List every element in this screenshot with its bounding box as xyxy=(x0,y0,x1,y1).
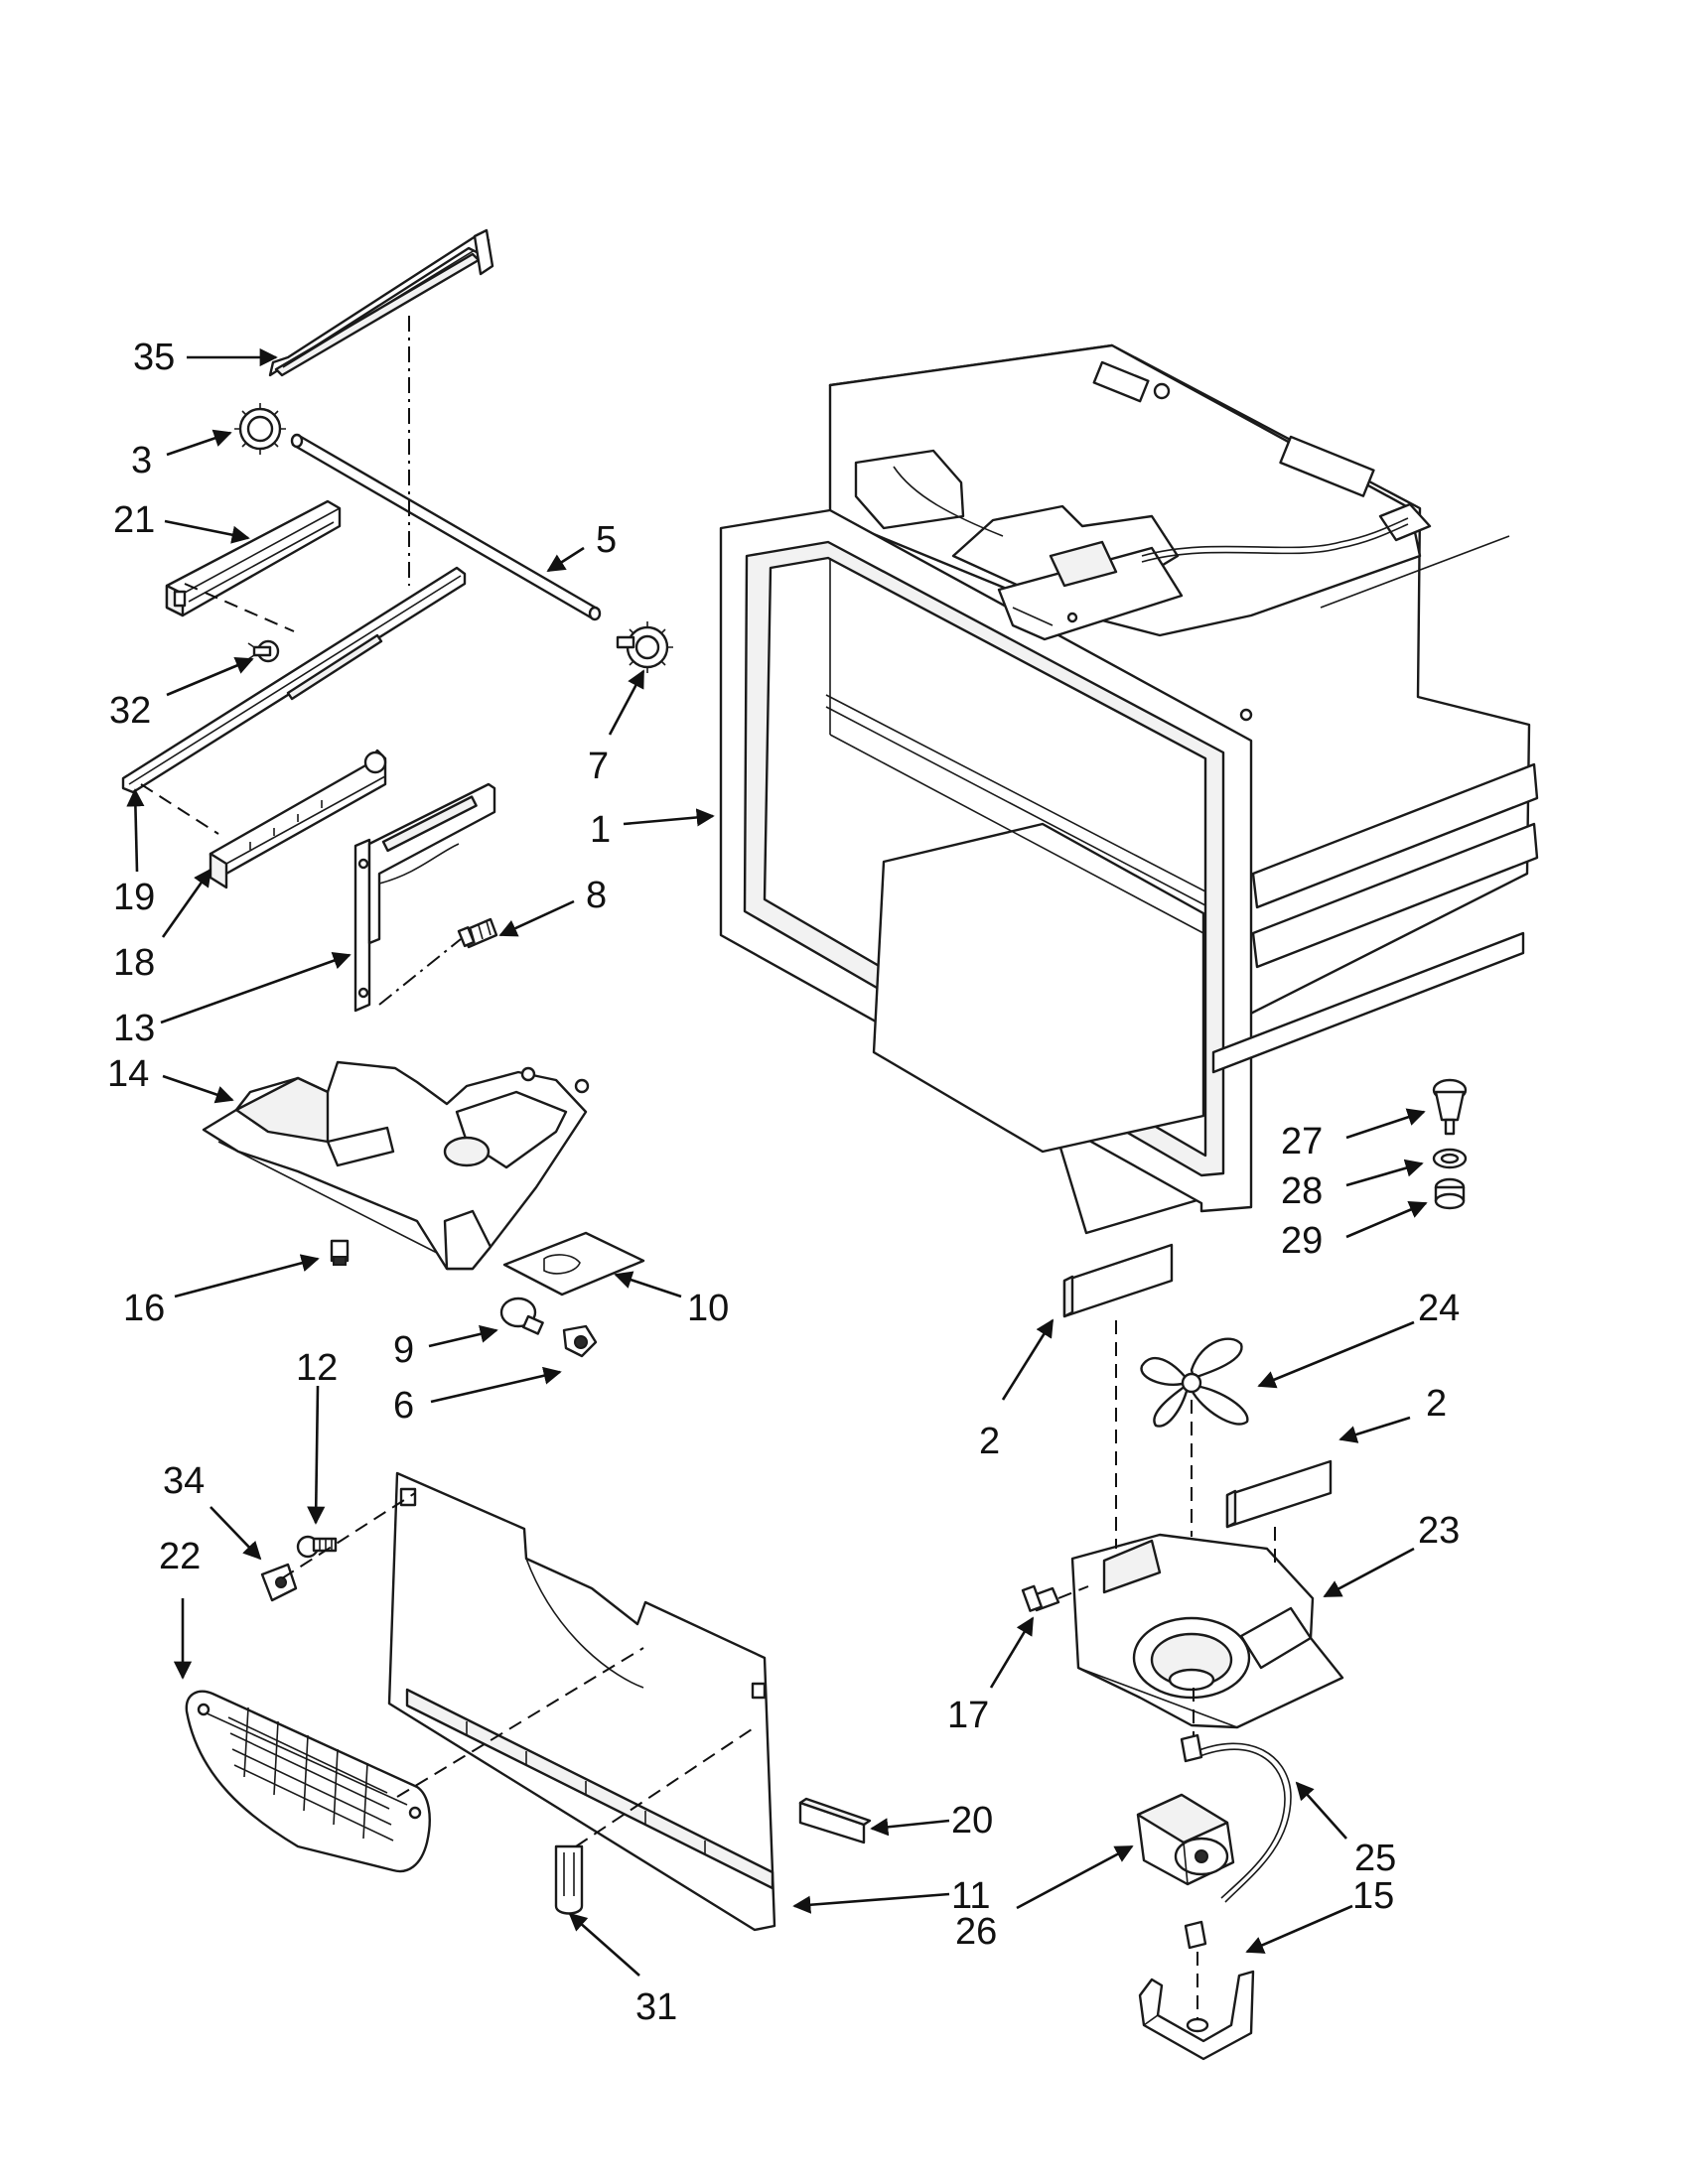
part-7-gear xyxy=(616,621,673,673)
part-6-socket xyxy=(562,1324,598,1358)
part-1-liner xyxy=(719,343,1539,1235)
part-27-leg xyxy=(1432,1078,1468,1136)
part-32-screw xyxy=(247,639,280,663)
part-26-motor xyxy=(1136,1793,1235,1886)
callout-labels: 35 3 21 5 32 7 19 1 18 8 13 14 27 28 29 … xyxy=(107,337,1460,2028)
callout-2-left: 2 xyxy=(979,1421,1000,1462)
callout-3: 3 xyxy=(131,440,152,481)
callout-29: 29 xyxy=(1281,1220,1323,1262)
callout-12: 12 xyxy=(296,1347,338,1389)
callout-20: 20 xyxy=(951,1800,993,1842)
callout-7: 7 xyxy=(588,746,609,787)
callout-2-right: 2 xyxy=(1426,1383,1447,1425)
part-20-foam xyxy=(798,1797,872,1844)
leader-lines xyxy=(126,347,1428,1977)
callout-10: 10 xyxy=(687,1288,729,1329)
callout-34: 34 xyxy=(163,1460,205,1502)
callout-23: 23 xyxy=(1418,1510,1460,1552)
callout-14: 14 xyxy=(107,1053,149,1095)
part-14-duct xyxy=(202,1060,590,1271)
callout-22: 22 xyxy=(159,1536,201,1577)
part-9-bulb xyxy=(499,1297,544,1335)
part-16-switch xyxy=(330,1239,350,1266)
part-13-bracket xyxy=(353,782,496,1013)
part-12-screw xyxy=(296,1535,338,1559)
callout-17: 17 xyxy=(947,1695,989,1736)
assembly-lines xyxy=(140,316,1276,2019)
callout-28: 28 xyxy=(1281,1170,1323,1212)
part-28-washer xyxy=(1432,1148,1468,1169)
part-29-cap xyxy=(1434,1177,1466,1210)
callout-1: 1 xyxy=(590,809,611,851)
part-8-screw xyxy=(457,917,498,949)
callout-25: 25 xyxy=(1354,1838,1396,1879)
callout-24: 24 xyxy=(1418,1288,1460,1329)
callout-15: 15 xyxy=(1352,1875,1394,1917)
part-19-rail xyxy=(121,566,467,794)
part-25-harness xyxy=(1180,1733,1292,1950)
part-22-grille xyxy=(185,1690,431,1873)
part-21-bracket xyxy=(165,499,342,617)
callout-32: 32 xyxy=(109,690,151,732)
part-23-fan-housing xyxy=(1070,1533,1344,1729)
part-3-gear xyxy=(234,403,286,455)
callout-13: 13 xyxy=(113,1008,155,1049)
callout-11: 11 xyxy=(951,1875,990,1917)
part-24-fan xyxy=(1140,1337,1249,1428)
part-35-rail xyxy=(268,228,494,377)
part-31-clip xyxy=(554,1844,584,1915)
part-10-pad xyxy=(502,1231,645,1297)
part-11-panel xyxy=(387,1471,776,1932)
grille-slots xyxy=(227,1706,394,1842)
part-17-screw xyxy=(1021,1584,1060,1612)
part-5-shaft xyxy=(290,433,602,621)
callout-8: 8 xyxy=(586,875,607,916)
callout-18: 18 xyxy=(113,942,155,984)
callout-35: 35 xyxy=(133,337,175,378)
callout-19: 19 xyxy=(113,877,155,918)
part-2-strip-lower xyxy=(1225,1459,1333,1529)
callout-26: 26 xyxy=(955,1911,997,1953)
callout-5: 5 xyxy=(596,519,617,561)
callout-27: 27 xyxy=(1281,1121,1323,1162)
callout-31: 31 xyxy=(635,1986,677,2028)
callout-9: 9 xyxy=(393,1329,414,1371)
part-2-strip-upper xyxy=(1062,1243,1174,1318)
part-18-housing xyxy=(209,749,387,889)
callout-21: 21 xyxy=(113,499,155,541)
callout-6: 6 xyxy=(393,1385,414,1427)
part-34-clip xyxy=(260,1563,298,1602)
callout-16: 16 xyxy=(123,1288,165,1329)
